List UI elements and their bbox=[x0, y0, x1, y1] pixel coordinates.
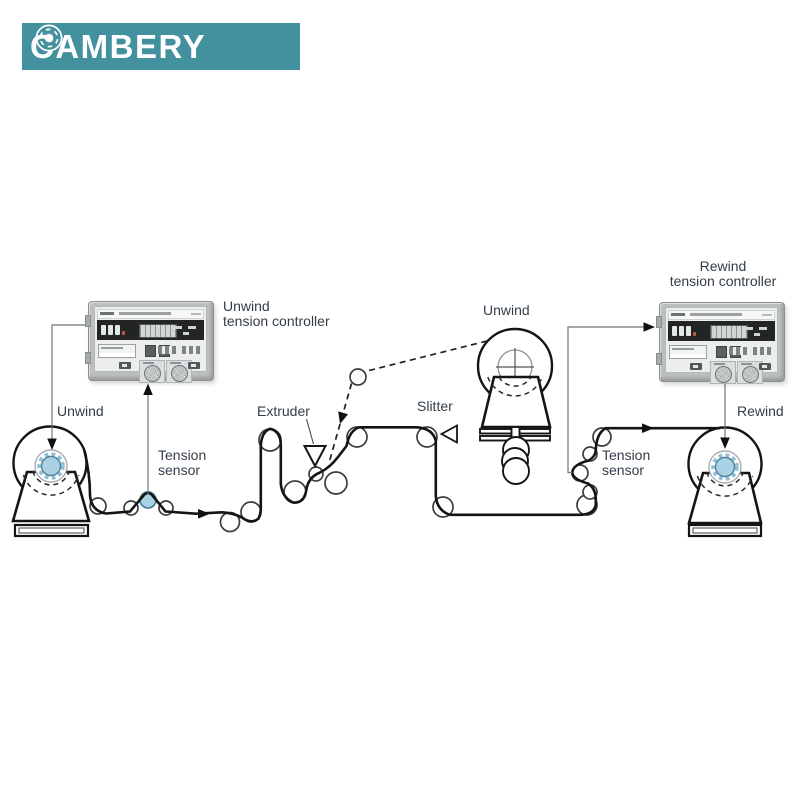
connector-port bbox=[188, 362, 200, 369]
tension-sensor-right-label: Tension sensor bbox=[602, 447, 651, 478]
mode-panel bbox=[669, 345, 707, 359]
controller-display bbox=[97, 320, 204, 340]
extruder-label: Extruder bbox=[257, 403, 310, 419]
signal-lines bbox=[51, 324, 726, 494]
lcd-scale bbox=[710, 325, 748, 339]
unwind-controller-label: Unwind tension controller bbox=[223, 298, 330, 329]
tension-sensor-left-roller bbox=[139, 491, 157, 509]
unwind-left-label: Unwind bbox=[57, 403, 104, 419]
indicator-group bbox=[158, 346, 177, 354]
indicator-group bbox=[729, 347, 748, 355]
controller-button bbox=[145, 345, 156, 357]
tension-sensor-left-label: Tension sensor bbox=[158, 447, 207, 478]
controller-button bbox=[716, 346, 727, 358]
arrowheads bbox=[47, 322, 730, 519]
film-feed-dashed-line bbox=[328, 340, 488, 464]
rewind-tension-controller-device bbox=[656, 302, 785, 384]
rewind-station bbox=[687, 426, 763, 538]
knob-panel bbox=[710, 361, 736, 384]
adjust-knob bbox=[144, 365, 161, 382]
mount-ear bbox=[656, 316, 662, 328]
unwind-tension-controller-device bbox=[85, 301, 214, 383]
brand-gear-icon bbox=[35, 24, 63, 52]
controller-display bbox=[668, 321, 775, 341]
rewind-gear-hub-icon bbox=[711, 453, 739, 481]
controller-face bbox=[94, 306, 207, 383]
unwind-mid-shaft-cylinder bbox=[501, 436, 530, 485]
connector-port bbox=[119, 362, 131, 369]
indicator-group bbox=[182, 346, 201, 354]
brand-banner: CAMBERY bbox=[22, 23, 300, 70]
unwind-left-gear-hub-icon bbox=[37, 452, 65, 480]
knob-panel bbox=[166, 360, 192, 383]
led-readout bbox=[672, 326, 698, 344]
extruder-pointer-line bbox=[305, 418, 315, 445]
slitter-label: Slitter bbox=[417, 398, 453, 414]
extruder-die-icon bbox=[302, 445, 328, 469]
slitter-knife-icon bbox=[439, 423, 458, 445]
controller-nameplate bbox=[97, 309, 204, 319]
led-readout bbox=[101, 325, 127, 343]
lcd-scale bbox=[139, 324, 177, 338]
mount-ear bbox=[656, 353, 662, 365]
controller-face bbox=[665, 307, 778, 384]
adjust-knob bbox=[715, 366, 732, 383]
knob-panel bbox=[737, 361, 763, 384]
adjust-knob bbox=[742, 366, 759, 383]
unwind-mid-station bbox=[476, 327, 554, 485]
controller-nameplate bbox=[668, 310, 775, 320]
connector-port bbox=[690, 363, 702, 370]
web-path bbox=[83, 426, 721, 523]
mode-panel bbox=[98, 344, 136, 358]
adjust-knob bbox=[171, 365, 188, 382]
connector-port bbox=[759, 363, 771, 370]
unwind-left-station bbox=[11, 425, 91, 538]
mount-ear bbox=[85, 352, 91, 364]
controller-button-row bbox=[97, 343, 204, 358]
mount-ear bbox=[85, 315, 91, 327]
rewind-controller-label: Rewind tension controller bbox=[669, 258, 777, 289]
knob-panel bbox=[139, 360, 165, 383]
unwind-mid-label: Unwind bbox=[483, 302, 530, 318]
indicator-group bbox=[753, 347, 772, 355]
controller-button-row bbox=[668, 344, 775, 359]
rewind-label: Rewind bbox=[737, 403, 784, 419]
